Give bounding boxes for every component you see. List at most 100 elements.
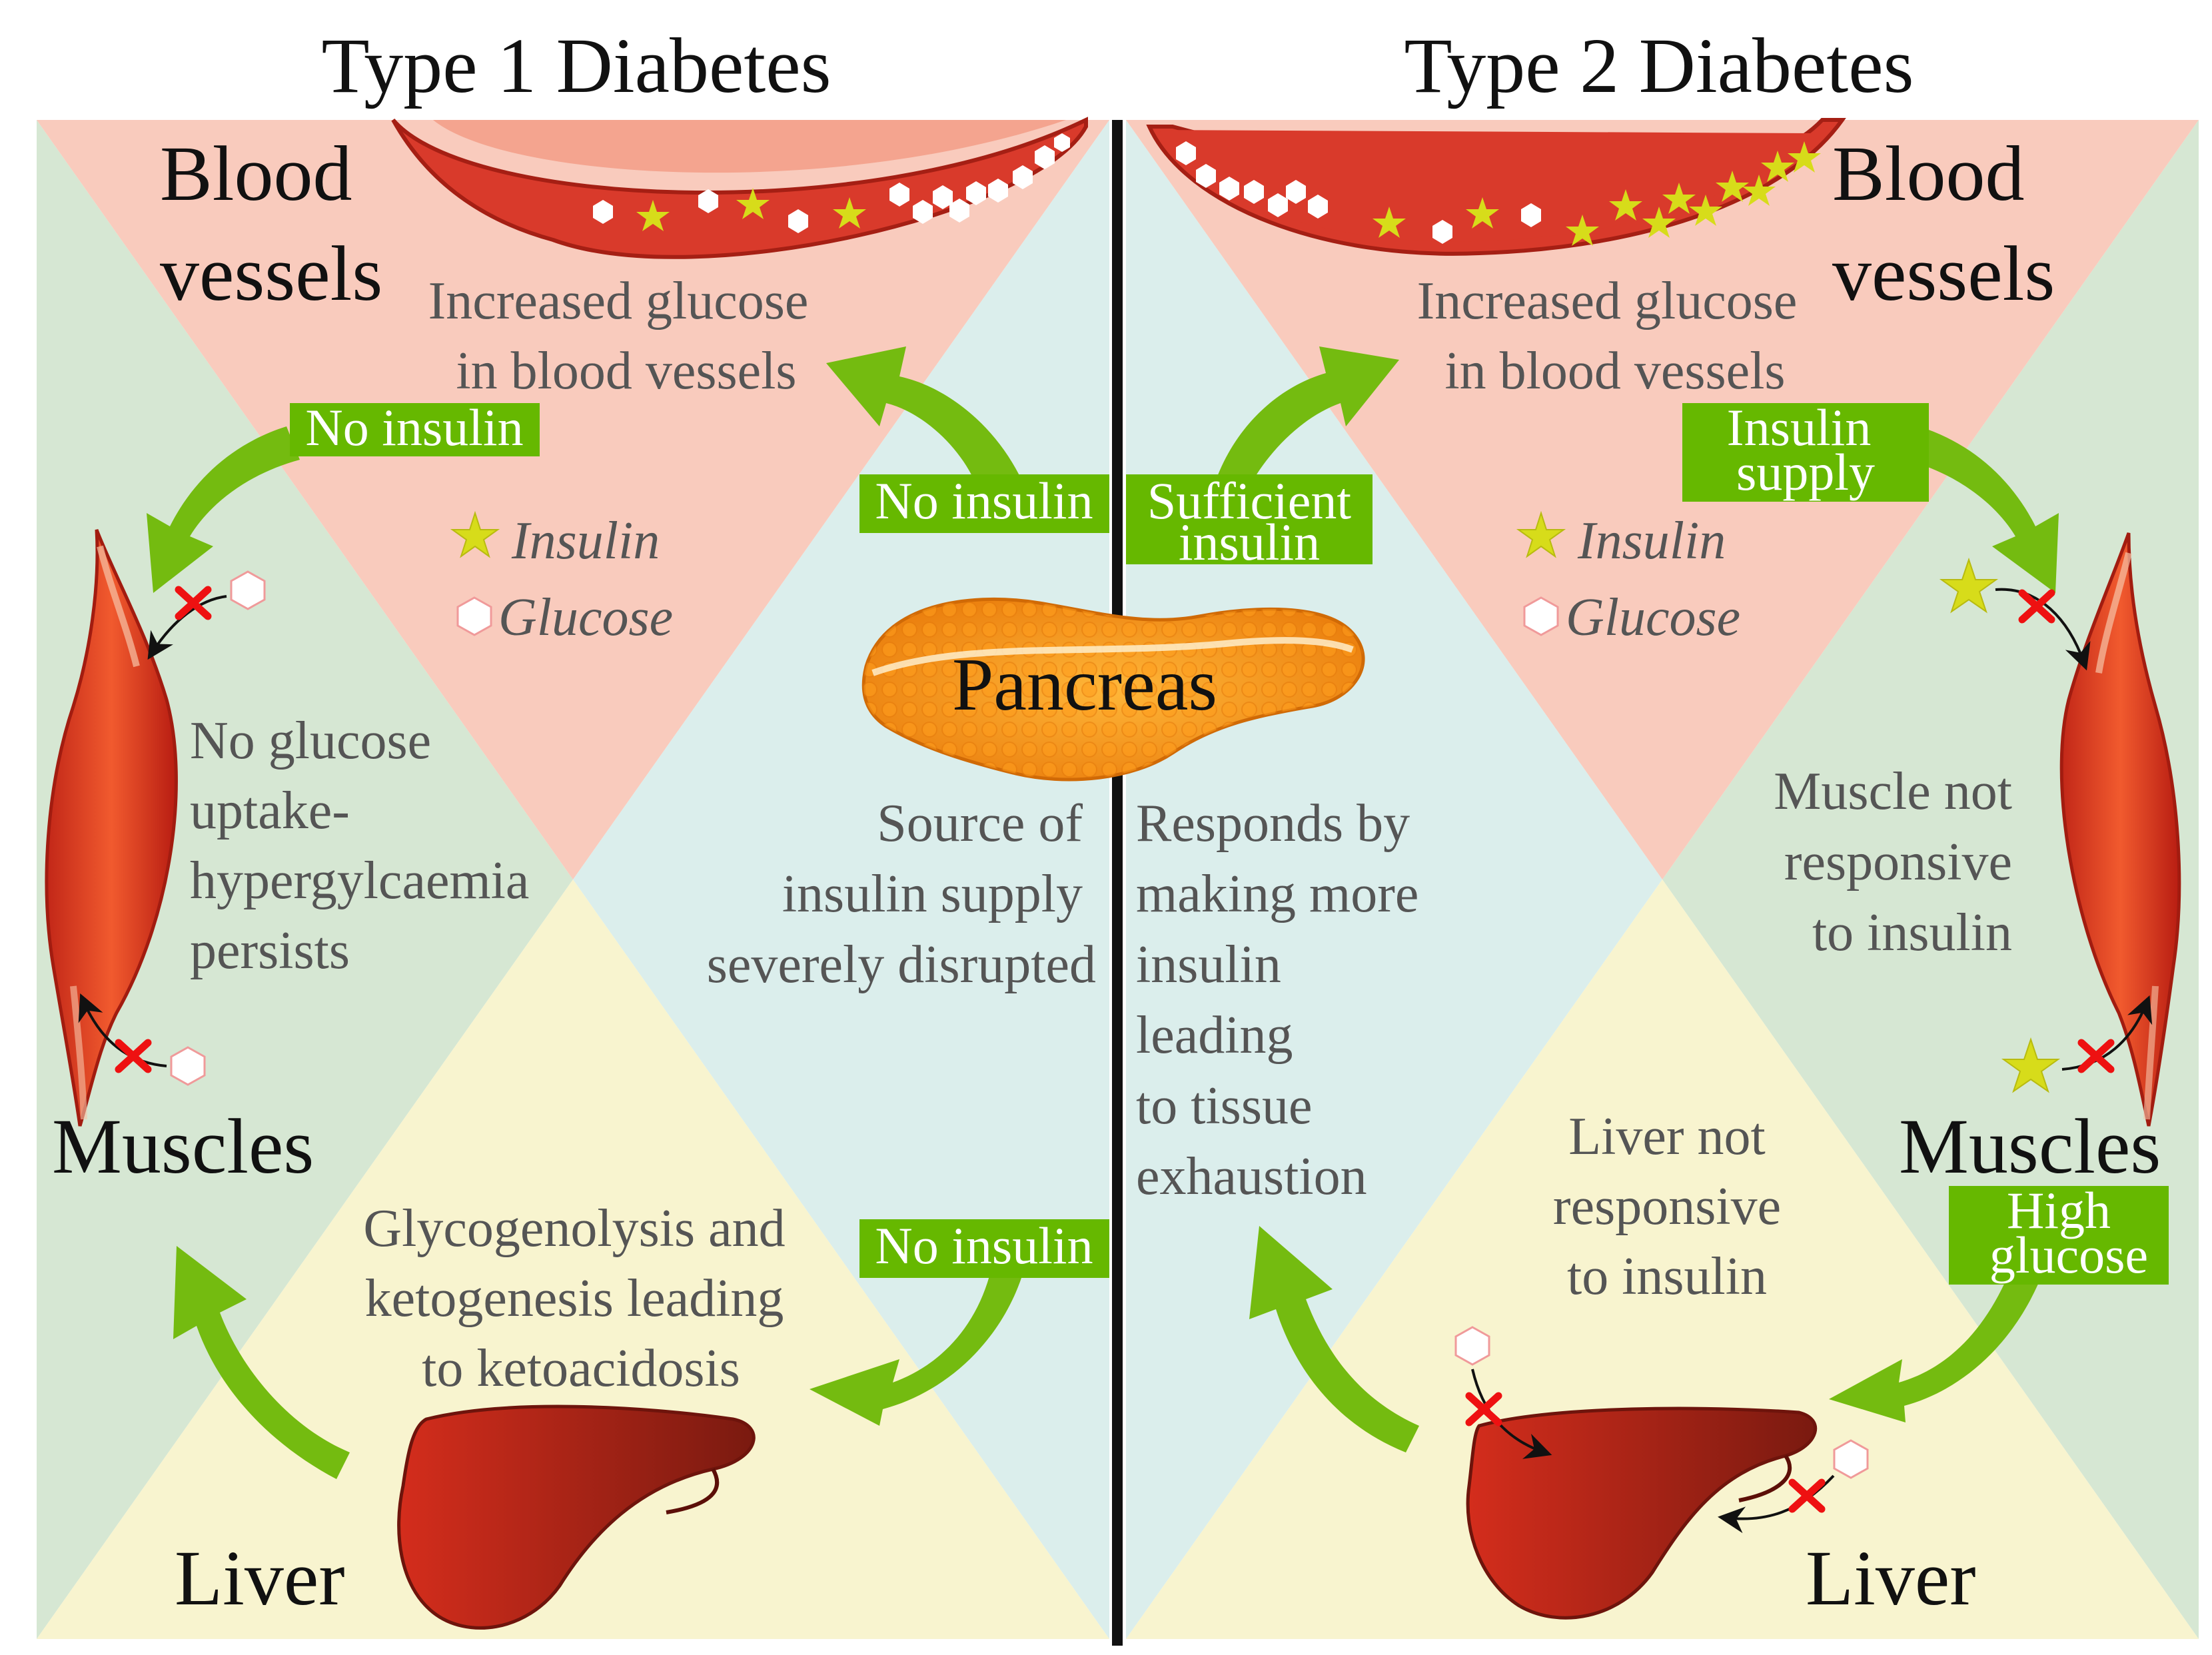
- t2-arrow-liver-to-pancreas: [1249, 1226, 1419, 1452]
- t1-liver-note-line3: to ketoacidosis: [422, 1339, 740, 1398]
- t1-arrow-pancreas-to-blood: [826, 346, 1026, 493]
- left-blood-label-line1: Blood: [160, 130, 352, 217]
- t2-pancreas-note-line4: leading: [1136, 1006, 1293, 1065]
- right-liver-label: Liver: [1806, 1534, 1976, 1622]
- t2-liver-note-line1: Liver not: [1568, 1107, 1765, 1166]
- t2-tag-muscle-text-line2: supply: [1736, 443, 1875, 501]
- t2-blood-note-line1: Increased glucose: [1417, 272, 1798, 330]
- left-legend-insulin-label: Insulin: [511, 512, 660, 570]
- t2-liver-note-line3: to insulin: [1567, 1247, 1767, 1306]
- right-blood-label-line1: Blood: [1832, 130, 2025, 217]
- right-muscle-organ: [2059, 532, 2181, 1127]
- t1-tag-muscle-text: No insulin: [305, 398, 523, 456]
- left-liver-label: Liver: [175, 1534, 345, 1622]
- t2-arrow-muscle-to-liver: [1829, 1266, 2045, 1422]
- t2-tag-muscle-text-line1: Insulin: [1727, 398, 1872, 456]
- t2-muscle-block-bottom: [2001, 995, 2153, 1093]
- t1-pancreas-note-line3: severely disrupted: [707, 935, 1096, 994]
- t1-arrow-blood-to-muscle: [147, 426, 300, 593]
- t2-tag-blood-text-line1: Sufficient: [1147, 472, 1352, 530]
- left-legend-glucose-icon: [456, 596, 492, 636]
- t1-tag-liver-text: No insulin: [875, 1217, 1093, 1275]
- left-muscle-organ: [45, 529, 178, 1127]
- insulin-star-icon: [2001, 1037, 2061, 1093]
- left-vessel-insulin: [636, 188, 866, 231]
- center-divider: [1112, 120, 1123, 1646]
- t1-liver-note: Glycogenolysis and ketogenesis leading t…: [363, 1199, 785, 1398]
- t2-pancreas-note-line3: insulin: [1136, 935, 1281, 994]
- left-title: Type 1 Diabetes: [321, 22, 831, 109]
- t2-muscle-note-line1: Muscle not: [1774, 762, 2012, 821]
- right-title: Type 2 Diabetes: [1404, 22, 1914, 109]
- t2-liver-note: Liver not responsive to insulin: [1553, 1107, 1781, 1306]
- t2-muscle-note: Muscle not responsive to insulin: [1774, 762, 2012, 962]
- t2-tag-blood: Sufficient insulin: [1126, 472, 1373, 571]
- right-liver-organ: [1466, 1406, 1818, 1620]
- t1-blood-note-line1: Increased glucose: [428, 272, 809, 330]
- t1-liver-note-line2: ketogenesis leading: [365, 1269, 784, 1328]
- t2-pancreas-note: Responds by making more insulin leading …: [1136, 794, 1418, 1206]
- right-blood-vessel: [1146, 118, 1846, 256]
- t1-muscle-note-line2: uptake-: [190, 782, 350, 840]
- right-muscles-label: Muscles: [1899, 1103, 2161, 1190]
- glucose-icon: [1833, 1439, 1869, 1479]
- left-legend-insulin-icon: [450, 510, 500, 558]
- glucose-icon: [170, 1046, 206, 1086]
- t2-arrow-blood-to-muscle: [1906, 426, 2059, 593]
- t2-blood-note: Increased glucose in blood vessels: [1417, 272, 1798, 400]
- t1-muscle-block-bottom: [78, 993, 206, 1086]
- glucose-icon: [230, 570, 266, 610]
- t1-muscle-note-line3: hypergylcaemia: [190, 851, 529, 910]
- block-x-icon: [1788, 1478, 1826, 1513]
- t2-liver-note-line2: responsive: [1553, 1177, 1781, 1236]
- t2-pancreas-note-line1: Responds by: [1136, 794, 1410, 853]
- left-blood-vessel: [391, 117, 1088, 259]
- t1-arrow-liver-to-muscles: [173, 1246, 350, 1479]
- t2-tag-muscle: Insulin supply: [1682, 398, 1929, 502]
- left-blood-region: [37, 120, 1109, 879]
- right-legend-insulin-icon: [1516, 510, 1566, 558]
- arrows: [147, 346, 2059, 1479]
- left-muscle-region: [37, 120, 573, 1639]
- t2-blood-note-line2: in blood vessels: [1444, 342, 1785, 400]
- t1-tag-blood-text: No insulin: [875, 472, 1093, 530]
- pancreas-organ: [861, 597, 1365, 782]
- t2-muscle-block-top: [1939, 557, 2091, 671]
- t1-muscle-note-line1: No glucose: [190, 712, 431, 770]
- left-legend-glucose-label: Glucose: [498, 588, 673, 647]
- left-muscles-label: Muscles: [52, 1103, 314, 1190]
- left-blood-label-line2: vessels: [160, 230, 382, 317]
- right-vessel-insulin: [1373, 141, 1821, 246]
- t1-blood-note: Increased glucose in blood vessels: [428, 272, 809, 400]
- t1-liver-note-line1: Glycogenolysis and: [363, 1199, 785, 1258]
- block-x-icon: [115, 1039, 152, 1073]
- right-legend: Insulin Glucose: [1516, 510, 1740, 647]
- left-vessel-particles: [593, 133, 1070, 233]
- right-liver-region: [1126, 879, 2199, 1639]
- t2-tag-liver: High glucose: [1949, 1181, 2169, 1285]
- block-x-icon: [175, 586, 212, 620]
- t2-tag-liver-text-line2: glucose: [1989, 1226, 2148, 1284]
- glucose-icon: [1454, 1326, 1490, 1366]
- t2-tag-blood-text-line2: insulin: [1179, 513, 1320, 571]
- t2-pancreas-note-line6: exhaustion: [1136, 1147, 1367, 1206]
- left-liver-organ: [397, 1404, 756, 1630]
- block-x-icon: [2077, 1039, 2115, 1073]
- right-legend-glucose-icon: [1523, 596, 1559, 636]
- left-legend: Insulin Glucose: [450, 510, 673, 647]
- t1-pancreas-note: Source of insulin supply severely disrup…: [707, 794, 1096, 994]
- t2-liver-block-right: [1718, 1439, 1869, 1534]
- insulin-star-icon: [1939, 557, 1999, 614]
- block-x-icon: [1465, 1392, 1502, 1426]
- t1-muscle-note: No glucose uptake- hypergylcaemia persis…: [190, 712, 529, 980]
- right-legend-insulin-label: Insulin: [1577, 512, 1726, 570]
- t2-muscle-note-line3: to insulin: [1812, 903, 2012, 962]
- t2-pancreas-note-line2: making more: [1136, 865, 1418, 923]
- t1-blood-note-line2: in blood vessels: [456, 342, 796, 400]
- t1-tag-blood: No insulin: [859, 472, 1109, 533]
- t2-liver-block-left: [1454, 1326, 1552, 1459]
- t1-tag-liver: No insulin: [859, 1217, 1109, 1278]
- t2-arrow-pancreas-to-blood: [1213, 346, 1399, 493]
